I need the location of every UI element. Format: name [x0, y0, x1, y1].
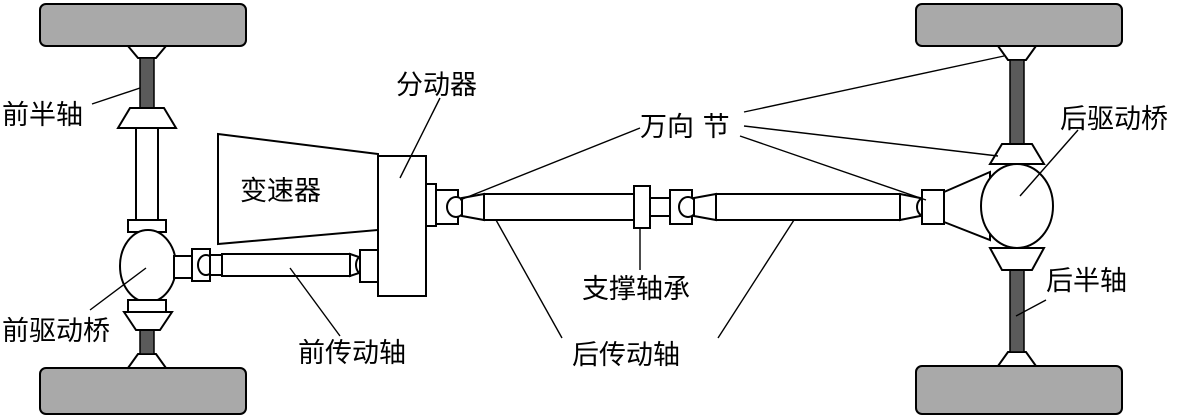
transfer-case-body — [377, 155, 427, 297]
leader-ujoint-3 — [743, 125, 999, 157]
front-axle-lower-collar — [127, 299, 167, 313]
front-drive-shaft-assembly — [191, 248, 379, 283]
label-front-drive-axle: 前驱动桥 — [2, 316, 110, 347]
rear-drive-shaft-assembly — [435, 185, 945, 229]
transfer-case-output-stub — [425, 183, 437, 227]
front-bottom-hub — [126, 353, 168, 369]
rear-right-wheel-top — [915, 3, 1123, 47]
front-left-wheel-bottom — [39, 367, 247, 415]
rear-diff-nose — [943, 170, 991, 242]
rear-shaft-mid-stub — [649, 197, 671, 217]
label-universal-joint: 万向 节 — [640, 112, 730, 143]
leader-front-drive-axle — [89, 267, 147, 311]
label-rear-drive-shaft: 后传动轴 — [572, 340, 680, 371]
leader-rear-drive-axle — [1019, 129, 1079, 197]
rear-shaft-yoke-rear — [921, 189, 945, 225]
front-top-hub — [125, 45, 169, 59]
rear-shaft-taper-mid — [693, 192, 717, 222]
rear-right-wheel-bottom — [915, 365, 1123, 415]
rear-shaft-taper-rear — [899, 192, 921, 222]
front-half-shaft-bottom — [139, 329, 155, 355]
leader-front-half-shaft — [91, 87, 141, 105]
rear-top-hub — [996, 45, 1038, 61]
leader-ujoint-4 — [739, 135, 927, 201]
leader-rear-drive-shaft-2 — [717, 219, 795, 339]
label-support-bearing: 支撑轴承 — [582, 274, 690, 305]
support-bearing-block — [633, 185, 651, 229]
rear-half-shaft-top — [1009, 59, 1025, 145]
leader-ujoint-2 — [743, 55, 1005, 113]
front-shaft-taper-left — [209, 254, 223, 276]
leader-rear-half-shaft — [1015, 299, 1047, 317]
label-front-drive-shaft: 前传动轴 — [298, 338, 406, 369]
front-drive-shaft-tube — [221, 253, 351, 277]
front-diff-output-stub — [173, 255, 193, 279]
front-axle-lower-flare — [122, 311, 174, 331]
label-transmission: 变速器 — [240, 176, 321, 207]
front-axle-upper-tube — [135, 127, 159, 221]
leader-front-drive-shaft — [289, 267, 341, 337]
front-shaft-yoke-right — [359, 249, 379, 283]
rear-differential — [980, 163, 1054, 249]
front-axle-upper-flare — [116, 107, 178, 129]
leader-rear-drive-shaft-1 — [495, 219, 563, 339]
gearbox-assembly — [217, 132, 437, 297]
rear-axle-assembly — [915, 3, 1123, 415]
rear-half-shaft-bottom — [1009, 269, 1025, 353]
label-transfer-case: 分动器 — [396, 70, 477, 101]
label-rear-drive-axle: 后驱动桥 — [1060, 104, 1168, 135]
front-left-wheel-top — [39, 3, 247, 47]
rear-drive-shaft-rear-tube — [715, 193, 901, 221]
label-front-half-shaft: 前半轴 — [2, 100, 83, 131]
leader-lines — [89, 55, 1079, 339]
label-rear-half-shaft: 后半轴 — [1046, 266, 1127, 297]
rear-bottom-hub — [996, 351, 1038, 367]
rear-drive-shaft-front-tube — [483, 193, 635, 221]
leader-transfer-case — [399, 97, 441, 179]
labels: 前半轴 分动器 变速器 万向 节 后驱动桥 支撑轴承 前驱动桥 后半轴 前传动轴… — [2, 70, 1168, 371]
front-axle-assembly — [39, 3, 247, 415]
leader-ujoint-1 — [459, 127, 641, 201]
rear-axle-upper-flare — [988, 143, 1046, 165]
front-differential — [119, 229, 177, 303]
front-half-shaft-top — [139, 57, 155, 109]
rear-axle-lower-flare — [988, 247, 1046, 271]
